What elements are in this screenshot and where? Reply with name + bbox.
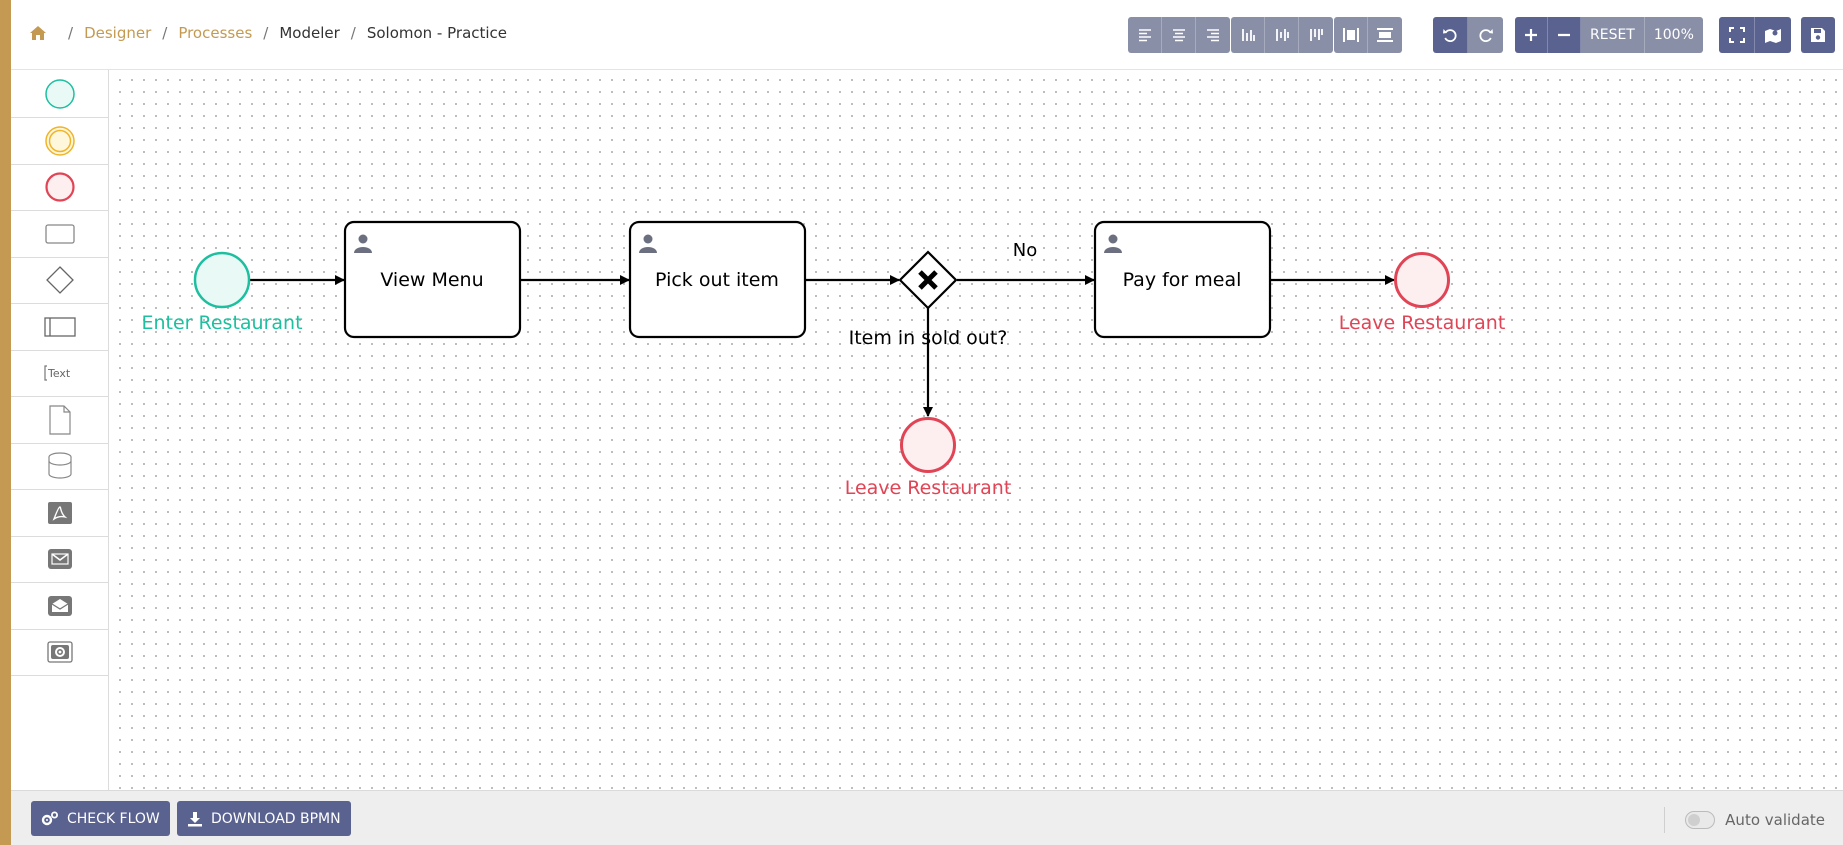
zoom-group: RESET 100% bbox=[1515, 17, 1703, 53]
breadcrumb-current: Solomon - Practice bbox=[366, 24, 508, 42]
home-icon[interactable] bbox=[29, 24, 47, 42]
check-flow-label: CHECK FLOW bbox=[67, 810, 160, 827]
fullscreen-icon[interactable] bbox=[1719, 17, 1755, 53]
task-label: View Menu bbox=[380, 269, 483, 291]
footer-divider bbox=[1664, 807, 1666, 833]
task-box bbox=[343, 220, 522, 339]
align-middle-icon[interactable] bbox=[1265, 17, 1299, 53]
distribute-group bbox=[1334, 17, 1402, 53]
text-annotation-icon[interactable]: Text bbox=[11, 351, 108, 397]
task-icon[interactable] bbox=[11, 211, 108, 258]
view-toolbar bbox=[1719, 17, 1791, 53]
diagram-canvas[interactable]: Enter Restaurant View Menu Pick out item… bbox=[110, 70, 1843, 790]
align-group-horizontal bbox=[1128, 17, 1230, 53]
breadcrumb-separator: / bbox=[350, 24, 356, 42]
exclusive-gateway[interactable]: Item in sold out? bbox=[849, 250, 1008, 349]
align-group-vertical bbox=[1231, 17, 1333, 53]
download-icon bbox=[187, 811, 203, 827]
task-view-menu[interactable]: View Menu bbox=[343, 220, 522, 339]
text-annotation-label: Text bbox=[47, 367, 71, 380]
task-label: Pick out item bbox=[655, 269, 779, 291]
view-group bbox=[1719, 17, 1791, 53]
breadcrumb-processes[interactable]: Processes bbox=[178, 24, 253, 42]
task-box bbox=[1093, 220, 1272, 339]
service-task-icon[interactable] bbox=[11, 630, 108, 676]
zoom-in-plus-icon[interactable] bbox=[1515, 17, 1548, 53]
exclusive-x-icon bbox=[918, 270, 938, 290]
distribute-vertical-icon[interactable] bbox=[1368, 17, 1402, 53]
align-center-icon[interactable] bbox=[1162, 17, 1196, 53]
task-label: Pay for meal bbox=[1123, 269, 1242, 291]
end-event-leave-restaurant-sold-out[interactable]: Leave Restaurant bbox=[845, 417, 1012, 500]
task-pick-out-item[interactable]: Pick out item bbox=[628, 220, 807, 339]
task-pay-for-meal[interactable]: Pay for meal bbox=[1093, 220, 1272, 339]
save-toolbar bbox=[1801, 17, 1835, 53]
flow-no-label: No bbox=[1013, 240, 1037, 261]
zoom-out-minus-icon[interactable] bbox=[1548, 17, 1581, 53]
save-group bbox=[1801, 17, 1835, 53]
breadcrumb-designer[interactable]: Designer bbox=[84, 24, 152, 42]
breadcrumb-separator: / bbox=[162, 24, 168, 42]
save-icon[interactable] bbox=[1801, 17, 1835, 53]
gateway-icon[interactable] bbox=[11, 258, 108, 304]
breadcrumb: / Designer / Processes / Modeler / Solom… bbox=[29, 24, 507, 42]
end-event-label: Leave Restaurant bbox=[1339, 312, 1506, 334]
breadcrumb-modeler: Modeler bbox=[279, 24, 340, 42]
data-object-icon[interactable] bbox=[11, 397, 108, 444]
undo-icon[interactable] bbox=[1433, 17, 1468, 53]
end-event-leave-restaurant[interactable]: Leave Restaurant bbox=[1339, 252, 1506, 335]
breadcrumb-separator: / bbox=[263, 24, 269, 42]
bpmn-diagram: Enter Restaurant View Menu Pick out item… bbox=[141, 220, 1506, 500]
align-top-icon[interactable] bbox=[1299, 17, 1333, 53]
align-right-icon[interactable] bbox=[1196, 17, 1230, 53]
element-palette: Text bbox=[11, 70, 109, 790]
pdf-icon[interactable] bbox=[11, 490, 108, 537]
start-event-circle bbox=[193, 251, 251, 309]
auto-validate-control: Auto validate bbox=[1664, 807, 1825, 833]
auto-validate-toggle[interactable] bbox=[1685, 811, 1716, 829]
start-event-icon[interactable] bbox=[11, 70, 108, 118]
intermediate-event-icon[interactable] bbox=[11, 118, 108, 165]
zoom-level: 100% bbox=[1644, 17, 1703, 53]
end-event-circle bbox=[900, 417, 956, 473]
data-store-icon[interactable] bbox=[11, 444, 108, 490]
zoom-toolbar: RESET 100% bbox=[1515, 17, 1703, 53]
breadcrumb-separator: / bbox=[68, 24, 74, 42]
end-event-circle bbox=[1394, 252, 1450, 308]
footer-bar: CHECK FLOW DOWNLOAD BPMN Auto validate bbox=[11, 790, 1843, 845]
align-left-icon[interactable] bbox=[1128, 17, 1162, 53]
end-event-label: Leave Restaurant bbox=[845, 477, 1012, 499]
start-event-label: Enter Restaurant bbox=[141, 312, 302, 334]
map-icon[interactable] bbox=[1755, 17, 1791, 53]
redo-icon[interactable] bbox=[1468, 17, 1503, 53]
zoom-reset-button[interactable]: RESET bbox=[1581, 17, 1645, 53]
gears-icon bbox=[41, 811, 59, 827]
download-label: DOWNLOAD BPMN bbox=[211, 810, 341, 827]
email-icon[interactable] bbox=[11, 537, 108, 583]
gateway-label: Item in sold out? bbox=[849, 327, 1008, 349]
header: / Designer / Processes / Modeler / Solom… bbox=[11, 0, 1843, 70]
history-group bbox=[1433, 17, 1503, 53]
auto-validate-label: Auto validate bbox=[1725, 811, 1825, 829]
pool-icon[interactable] bbox=[11, 304, 108, 351]
open-mail-icon[interactable] bbox=[11, 583, 108, 630]
start-event-enter-restaurant[interactable]: Enter Restaurant bbox=[141, 251, 303, 334]
left-accent-stripe bbox=[0, 0, 11, 845]
task-box bbox=[628, 220, 807, 339]
align-toolbar bbox=[1128, 17, 1402, 53]
check-flow-button[interactable]: CHECK FLOW bbox=[31, 801, 170, 836]
end-event-icon[interactable] bbox=[11, 165, 108, 211]
align-bottom-icon[interactable] bbox=[1231, 17, 1265, 53]
distribute-horizontal-icon[interactable] bbox=[1334, 17, 1368, 53]
history-toolbar bbox=[1433, 17, 1503, 53]
download-bpmn-button[interactable]: DOWNLOAD BPMN bbox=[177, 801, 351, 836]
